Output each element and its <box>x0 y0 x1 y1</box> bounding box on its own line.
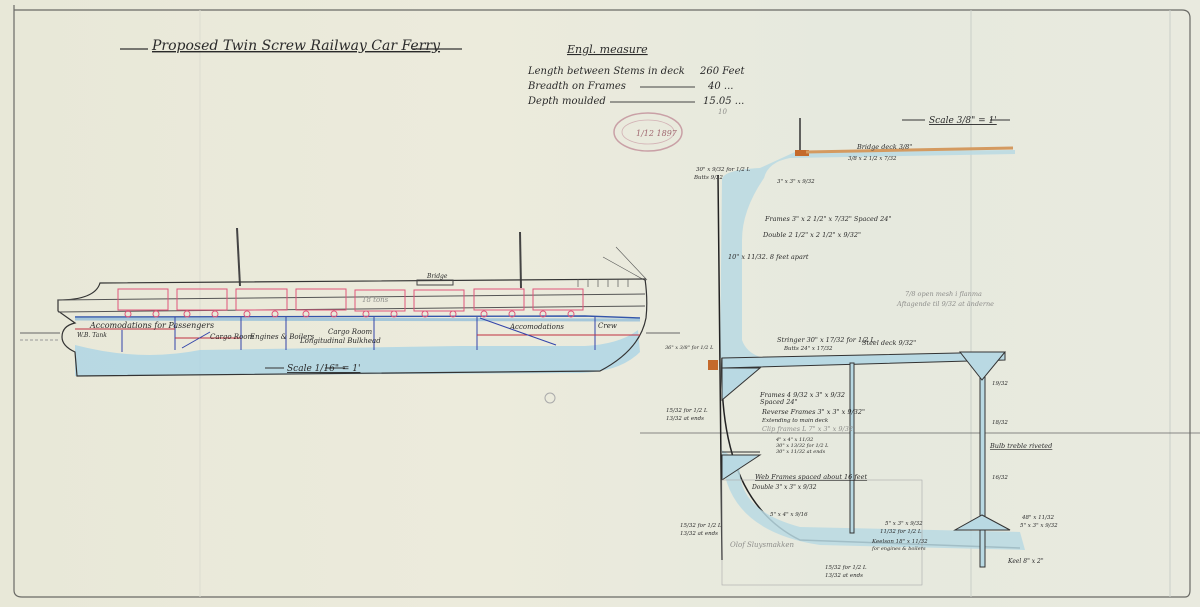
mast-aft <box>236 227 241 287</box>
note-bracket: 5" x 3" x 9/32 <box>1020 523 1058 529</box>
bridge-label: Bridge <box>426 273 448 280</box>
pencil-mark: 10 <box>718 108 727 116</box>
note-pillar: 16/32 <box>992 475 1008 481</box>
note-pillar: 18/32 <box>992 420 1008 426</box>
dimension-label: Depth moulded <box>527 96 606 107</box>
signature: Olof Sluysmakken <box>730 541 795 549</box>
note-steel-deck: Steel deck 9/32" <box>862 339 916 347</box>
note-side-plating: 15/32 for 1/2 L <box>666 408 708 414</box>
car-weight: 18 tons <box>362 296 389 304</box>
note-bilge: 5" x 4" x 9/16 <box>770 512 808 518</box>
note-bridge-deck: Bridge deck 3/8" <box>856 143 912 151</box>
ship-profile: Bridge 18 tons Accomodations for Passeng… <box>20 227 680 404</box>
mast-fore <box>519 231 522 289</box>
note-double-lower: Double 3" x 3" x 9/32 <box>751 484 817 491</box>
label-accom-fwd: Accomodations <box>509 323 564 331</box>
dimension-value: 15.05 ... <box>703 96 744 107</box>
note-frames-lower: Frames 4 9/32 x 3" x 9/32 <box>759 391 845 399</box>
note-double-upper: Double 2 1/2" x 2 1/2" x 9/32" <box>762 231 861 239</box>
note-bulb: Bulb treble riveted <box>989 442 1052 450</box>
pencil-note: 7/8 open mesh i flanma <box>905 290 982 298</box>
note-reverse-frames: Reverse Frames 3" x 3" x 9/32" <box>761 408 865 416</box>
note-gunwale: 30" x 9/32 for 1/2 L <box>696 167 751 173</box>
label-cargo-aft: Cargo Room <box>210 333 254 341</box>
dimension-label: Length between Stems in deck <box>527 66 685 77</box>
dimension-value: 40 ... <box>707 81 733 92</box>
archive-stamp: 1/12 1897 <box>613 112 683 152</box>
note-tank-top: 30" x 13/32 for 1/2 L <box>776 443 829 449</box>
section-annotations: Bridge deck 3/8" 3/8 x 2 1/2 x 7/32 30" … <box>665 143 1058 579</box>
note-tank-top: 4" x 4" x 11/32 <box>775 437 813 443</box>
note-keelson-note: for engines & boilers <box>871 546 926 552</box>
label-cargo-fwd: Cargo Room <box>328 328 372 336</box>
sheer-strake-section <box>708 360 718 370</box>
section-scale: Scale 3/8" = 1' <box>929 116 997 126</box>
note-keel: Keel 8" x 2" <box>1007 558 1044 565</box>
note-pillar: 19/32 <box>992 381 1008 387</box>
note-bottom-plating: 15/32 for 1/2 L <box>680 523 722 529</box>
bridge-house <box>416 279 454 286</box>
note-keelson: Keelson 18" x 11/32 <box>871 539 928 545</box>
note-bracket: 48" x 11/32 <box>1021 515 1054 521</box>
note-side-plating-ends: 13/32 at ends <box>666 416 704 422</box>
label-bulkhead: Longitudinal Bulkhead <box>299 337 381 345</box>
pencil-clip-frames: Clip frames L 7" x 3" x 9/32 <box>762 425 853 433</box>
sheet-border <box>13 5 1191 598</box>
label-wb-tank: W.B. Tank <box>77 332 107 339</box>
note-sheer: 36" x 3/8" for 1/2 L <box>665 345 714 351</box>
compartment-labels: Accomodations for Passengers W.B. Tank C… <box>77 321 617 345</box>
dimension-label: Breadth on Frames <box>527 81 626 92</box>
midship-section: Scale 3/8" = 1' Bridge deck 3/8" 3/8 x 2… <box>640 116 1200 586</box>
note-frames-spacing: Spaced 24" <box>760 398 797 406</box>
pencil-note: Aftagende til 9/32 at änderne <box>896 300 994 308</box>
pillar <box>849 362 855 534</box>
label-crew: Crew <box>598 322 617 330</box>
dimension-value: 260 Feet <box>699 66 745 77</box>
faint-grid-lines <box>199 10 1171 597</box>
note-floor-plate: 11/32 for 1/2 L <box>880 529 922 535</box>
title-block: Proposed Twin Screw Railway Car Ferry En… <box>120 38 745 152</box>
note-bottom-plating-ends: 13/32 at ends <box>680 531 718 537</box>
note-floor-angle: 5" x 3" x 9/32 <box>885 521 923 527</box>
profile-scale: Scale 1/16" = 1' <box>287 364 360 374</box>
note-bridge-deck-angle: 3/8 x 2 1/2 x 7/32 <box>848 156 897 162</box>
note-stringer-upper: 10" x 11/32. 8 feet apart <box>728 253 809 261</box>
note-keel-plating-ends: 13/32 at ends <box>825 573 863 579</box>
drawing-title: Proposed Twin Screw Railway Car Ferry <box>151 38 441 54</box>
note-keel-plating: 15/32 for 1/2 L <box>825 565 867 571</box>
note-tank-top: 30" x 11/32 at ends <box>776 449 826 455</box>
label-passengers: Accomodations for Passengers <box>89 321 214 330</box>
label-engines: Engines & Boilers <box>249 333 315 341</box>
pillar <box>979 351 986 568</box>
note-frames-upper: Frames 3" x 2 1/2" x 7/32" Spaced 24" <box>764 215 891 223</box>
note-web-frames: Web Frames spaced about 16 feet <box>755 473 867 481</box>
dimension-list: Length between Stems in deck 260 Feet Br… <box>527 66 745 107</box>
note-stringer: Stringer 30" x 17/32 for 1/2 L <box>777 336 875 344</box>
note-stringer-butts: Butts 24" x 17/32 <box>783 346 833 352</box>
fold-mark <box>544 392 556 404</box>
railway-cars <box>117 288 584 318</box>
note-gunwale-butts: Butts 9/32 <box>693 175 723 181</box>
note-upper-angle: 3" x 3" x 9/32 <box>777 179 815 185</box>
note-reverse-frames-ext: Extending to main deck <box>761 418 829 424</box>
measure-heading: Engl. measure <box>566 43 648 56</box>
stamp-date: 1/12 1897 <box>636 129 678 138</box>
